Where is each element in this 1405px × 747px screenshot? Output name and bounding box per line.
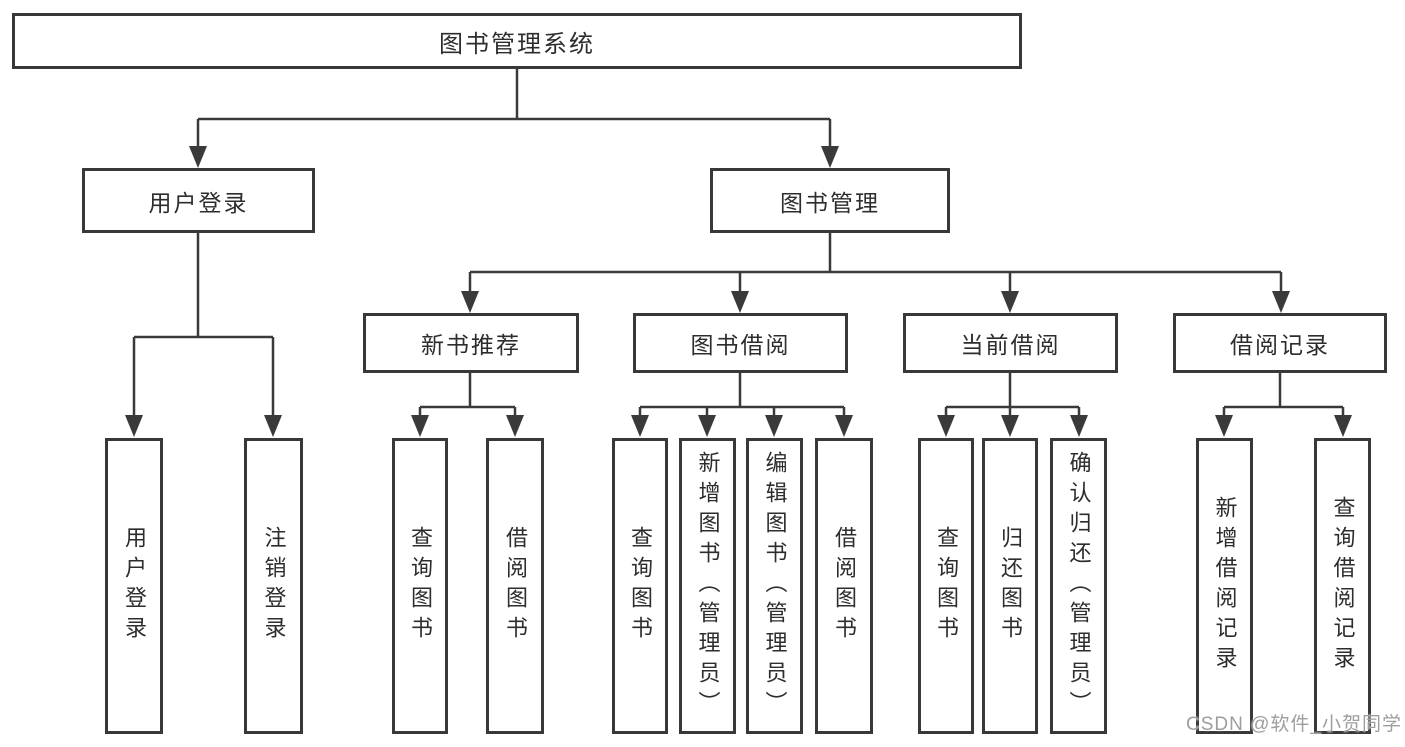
node-borrowing-records: 借阅记录 [1173, 313, 1387, 373]
leaf-label: 借阅图书 [503, 526, 528, 646]
leaf-label: 确认归还（管理员） [1066, 451, 1092, 721]
arrow-icon [1215, 415, 1233, 437]
leaf-logout-login: 注销登录 [244, 438, 303, 734]
leaf-borrow-books-borrow: 借阅图书 [815, 438, 873, 734]
node-label: 图书管理系统 [439, 30, 595, 58]
leaf-label: 注销登录 [261, 526, 287, 646]
leaf-label: 查询图书 [628, 526, 653, 646]
arrow-icon [1001, 415, 1019, 437]
node-label: 图书管理 [780, 189, 880, 216]
arrow-icon [506, 415, 524, 437]
node-label: 用户登录 [148, 189, 249, 216]
arrow-icon [264, 415, 282, 437]
arrow-icon [835, 415, 853, 437]
leaf-label: 查询图书 [934, 526, 959, 646]
arrow-icon [189, 146, 207, 168]
leaf-label: 借阅图书 [832, 526, 857, 646]
leaf-label: 新增图书（管理员） [695, 451, 721, 721]
node-book-management: 图书管理 [710, 168, 950, 233]
leaf-label: 查询借阅记录 [1330, 496, 1356, 676]
leaf-label: 新增借阅记录 [1212, 496, 1238, 676]
leaf-label: 用户登录 [122, 526, 147, 646]
leaf-query-books-borrow: 查询图书 [612, 438, 668, 734]
arrow-icon [698, 415, 716, 437]
arrow-icon [821, 146, 839, 168]
arrowheads [125, 146, 1352, 437]
node-new-book-recommendation: 新书推荐 [363, 313, 579, 373]
leaf-query-borrow-record: 查询借阅记录 [1314, 438, 1371, 734]
arrow-icon [1070, 415, 1088, 437]
leaf-confirm-return-admin: 确认归还（管理员） [1050, 438, 1107, 734]
node-label: 当前借阅 [960, 332, 1061, 358]
arrow-icon [765, 415, 783, 437]
node-label: 新书推荐 [421, 332, 521, 358]
leaf-label: 归还图书 [998, 526, 1023, 646]
arrow-icon [631, 415, 649, 437]
node-label: 借阅记录 [1230, 332, 1330, 358]
leaf-query-books-current: 查询图书 [918, 438, 974, 734]
node-label: 图书借阅 [690, 332, 791, 358]
leaf-label: 查询图书 [408, 526, 433, 646]
node-current-borrowing: 当前借阅 [903, 313, 1118, 373]
arrow-icon [125, 415, 143, 437]
leaf-user-login: 用户登录 [105, 438, 163, 734]
arrow-icon [1334, 415, 1352, 437]
arrow-icon [1272, 291, 1290, 313]
leaf-query-books-recommend: 查询图书 [392, 438, 448, 734]
arrow-icon [461, 291, 479, 313]
leaf-edit-books-admin: 编辑图书（管理员） [746, 438, 803, 734]
arrow-icon [937, 415, 955, 437]
leaf-add-books-admin: 新增图书（管理员） [679, 438, 736, 734]
arrow-icon [731, 291, 749, 313]
leaf-return-books: 归还图书 [982, 438, 1038, 734]
node-user-login: 用户登录 [82, 168, 315, 233]
watermark-text: CSDN @软件_小贺同学 [1186, 714, 1402, 735]
node-root: 图书管理系统 [12, 13, 1022, 69]
leaf-borrow-books-recommend: 借阅图书 [486, 438, 544, 734]
leaf-add-borrow-record: 新增借阅记录 [1196, 438, 1253, 734]
node-book-borrowing: 图书借阅 [633, 313, 848, 373]
leaf-label: 编辑图书（管理员） [762, 451, 788, 721]
arrow-icon [411, 415, 429, 437]
arrow-icon [1001, 291, 1019, 313]
tree-stems-and-bars [132, 69, 1345, 419]
